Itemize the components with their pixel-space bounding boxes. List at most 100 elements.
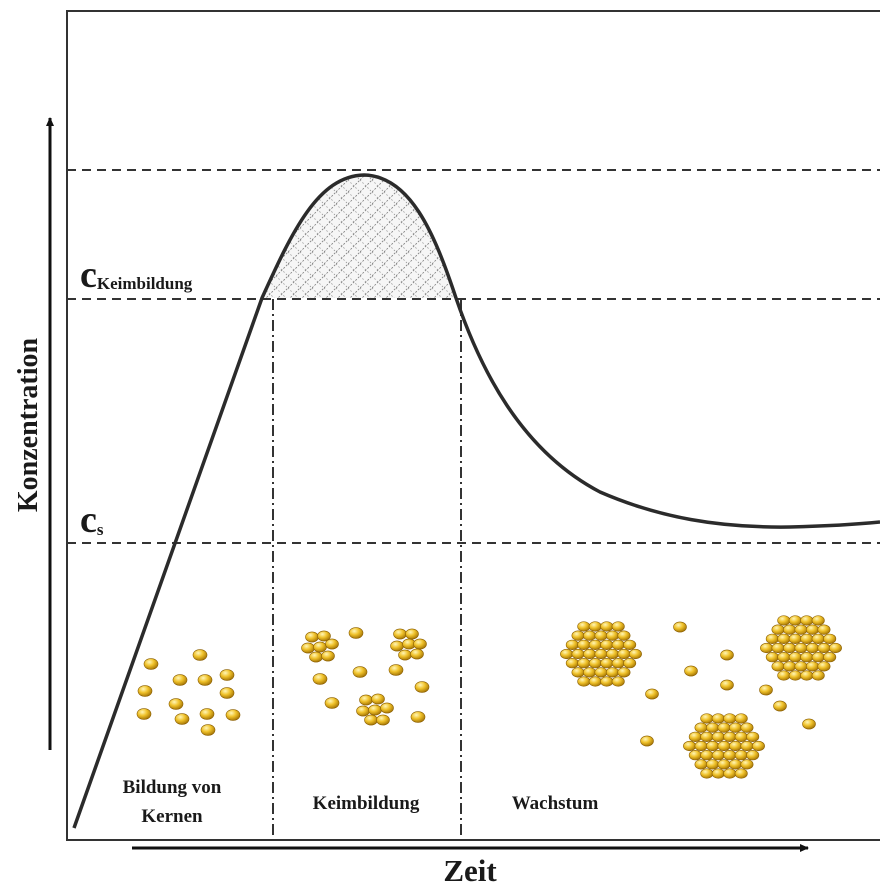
x-axis-label: Zeit	[443, 853, 497, 885]
crystal-particle	[765, 652, 779, 663]
crystal-particle	[783, 661, 797, 672]
crystal-particle	[700, 713, 714, 724]
crystal-particle	[723, 713, 737, 724]
crystal-particle	[565, 658, 579, 669]
crystal-particle	[688, 750, 702, 761]
crystal-particle	[571, 630, 585, 641]
crystal-particle	[694, 759, 708, 770]
crystal-particle	[706, 722, 720, 733]
crystal-particle	[617, 630, 631, 641]
crystal-particle	[600, 676, 614, 687]
crystal-particle	[723, 768, 737, 779]
particle-cluster-member	[413, 638, 427, 650]
crystal-particle	[771, 624, 785, 635]
crystal-particle	[823, 633, 837, 644]
crystal-particle	[711, 768, 725, 779]
particle-cluster-member	[313, 641, 327, 653]
particle-cluster-member	[359, 694, 373, 706]
crystal-particle	[717, 722, 731, 733]
crystal-particle	[560, 648, 574, 660]
crystal-particle	[605, 648, 619, 660]
monomer-particle	[312, 673, 328, 685]
saturation-level-subscript: s	[97, 520, 104, 539]
crystal-particle	[583, 667, 597, 678]
particle-cluster-member	[405, 628, 419, 640]
crystal-particle	[746, 750, 760, 761]
crystal-particle	[700, 768, 714, 779]
crystal-particle	[740, 759, 754, 770]
crystal-particle	[583, 630, 597, 641]
monomer-particle	[324, 697, 340, 709]
monomer-particle	[759, 684, 773, 696]
crystal-particle	[588, 639, 602, 650]
crystal-particle	[600, 621, 614, 632]
monomer-particle	[773, 700, 787, 712]
crystal-particle	[817, 624, 831, 635]
crystal-particle	[571, 648, 585, 660]
monomer-particle	[199, 708, 215, 720]
crystal-particle	[817, 661, 831, 672]
crystal-particle	[783, 624, 797, 635]
crystal-particle	[746, 731, 760, 742]
crystal-particle	[794, 661, 808, 672]
crystal-particle	[777, 652, 791, 663]
crystal-particle	[588, 621, 602, 632]
crystal-particle	[711, 713, 725, 724]
crystal-particle	[623, 639, 637, 650]
monomer-particle	[410, 711, 426, 723]
crystal-particle	[717, 740, 731, 752]
crystal-particle	[788, 615, 802, 626]
crystal-particle	[717, 759, 731, 770]
crystal-particle	[723, 731, 737, 742]
crystal-particle	[728, 759, 742, 770]
crystal-particle	[788, 670, 802, 681]
monomer-particle	[168, 698, 184, 710]
crystal-particle	[794, 624, 808, 635]
crystal-particle	[800, 633, 814, 644]
crystal-particle	[700, 731, 714, 742]
crystal-particle	[605, 630, 619, 641]
monomer-particle	[137, 685, 153, 697]
monomer-particle	[352, 666, 368, 678]
crystal-particle	[800, 615, 814, 626]
monomer-particle	[172, 674, 188, 686]
concentration-curve	[72, 173, 880, 829]
crystal-particle	[706, 759, 720, 770]
crystal-particle	[771, 642, 785, 654]
particles-layer	[136, 615, 842, 779]
particle-cluster-member	[393, 628, 407, 640]
supersaturation-region	[262, 175, 456, 298]
particle-cluster-member	[356, 705, 370, 717]
crystal-particle	[751, 740, 765, 752]
crystal-particle	[694, 722, 708, 733]
crystal-particle	[811, 670, 825, 681]
crystal-particle	[571, 667, 585, 678]
crystal-particle	[734, 713, 748, 724]
particle-cluster-member	[410, 648, 424, 660]
monomer-particle	[197, 674, 213, 686]
crystal-particle	[628, 648, 642, 660]
saturation-level-symbol: c	[80, 499, 97, 541]
particle-cluster-member	[398, 649, 412, 661]
crystal-particle	[594, 648, 608, 660]
crystal-particle	[760, 642, 774, 654]
nucleation-level-symbol: c	[80, 254, 97, 296]
crystal-particle	[788, 652, 802, 663]
crystal-particle	[771, 661, 785, 672]
monomer-particle	[388, 664, 404, 676]
monomer-particle	[200, 724, 216, 736]
crystal-particle	[605, 667, 619, 678]
crystal-particle	[823, 652, 837, 663]
crystal-particle	[577, 621, 591, 632]
crystal-particle	[788, 633, 802, 644]
crystal-particle	[700, 750, 714, 761]
crystal-particle	[694, 740, 708, 752]
monomer-particle	[802, 718, 816, 730]
crystal-particle	[783, 642, 797, 654]
crystal-particle	[611, 621, 625, 632]
particle-cluster-member	[368, 704, 382, 716]
particle-cluster-member	[305, 631, 319, 643]
crystal-particle	[611, 676, 625, 687]
particle-cluster-member	[364, 714, 378, 726]
